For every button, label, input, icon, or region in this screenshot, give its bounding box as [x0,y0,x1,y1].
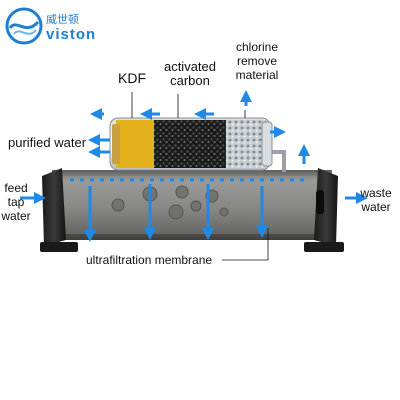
purified-water-label: purified water [8,135,87,150]
kdf-section [116,120,154,168]
logo-cn-text: 威世顿 [46,12,79,26]
feed-tap-water-label: feed tap water [1,181,31,223]
waste-water-label: waste water [360,186,392,214]
chlorine-remove-label: chlorine remove material [235,40,279,82]
logo-wave-icon [5,7,43,45]
ultrafiltration-tube [40,168,344,252]
membrane-label: ultrafiltration membrane [86,253,213,267]
filter-cartridge [109,117,273,171]
chlorine-section [226,120,266,168]
carbon-section [154,120,226,168]
kdf-label: KDF [118,70,146,86]
activated-carbon-label: activated carbon [163,59,217,88]
connector-pipe [268,150,286,172]
logo-en-text: viston [46,26,96,43]
pointer-lines [131,92,269,261]
flow-arrow-icon [20,90,368,242]
brand-logo: 威世顿 viston [5,7,96,45]
